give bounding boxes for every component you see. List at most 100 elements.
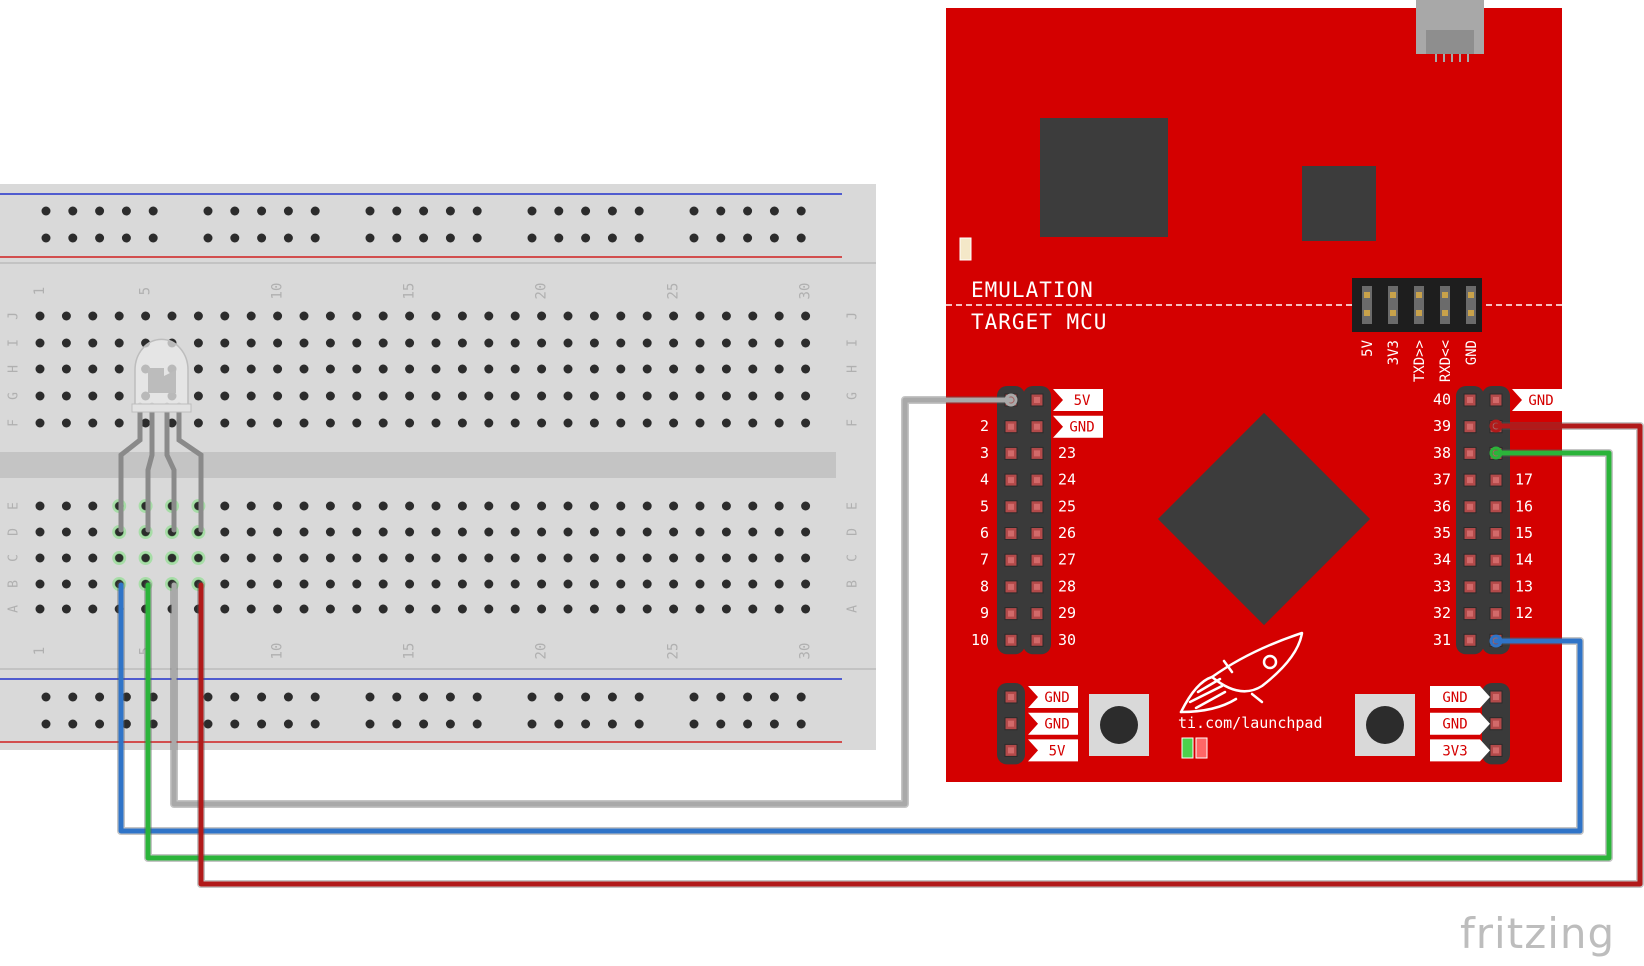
rail-hole bbox=[634, 206, 644, 216]
rgb-led-die bbox=[148, 368, 176, 393]
breadboard-hole bbox=[220, 364, 230, 374]
breadboard-hole bbox=[537, 418, 547, 428]
breadboard-hole bbox=[801, 553, 811, 563]
breadboard-hole bbox=[352, 364, 362, 374]
jumper-pin-contact bbox=[1364, 292, 1370, 298]
rail-hole bbox=[689, 206, 699, 216]
header-strip bbox=[1456, 386, 1484, 655]
pin-label: 33 bbox=[1433, 577, 1451, 595]
breadboard-hole bbox=[352, 604, 362, 614]
rail-hole bbox=[41, 206, 51, 216]
breadboard-hole bbox=[299, 391, 309, 401]
pin-tag-label: GND bbox=[1528, 393, 1553, 409]
column-number-label: 10 bbox=[270, 283, 286, 300]
breadboard-hole bbox=[457, 311, 467, 321]
white-wire[interactable] bbox=[171, 397, 1014, 807]
breadboard-hole bbox=[695, 311, 705, 321]
breadboard-hole bbox=[35, 338, 45, 348]
header-pin-center bbox=[1034, 397, 1040, 403]
row-letter-label: B bbox=[7, 580, 22, 588]
breadboard-hole bbox=[563, 391, 573, 401]
rail-hole bbox=[527, 206, 537, 216]
emulation-chip-large bbox=[1040, 118, 1168, 237]
user-button-right[interactable] bbox=[1355, 694, 1415, 756]
header-pin-center bbox=[1034, 610, 1040, 617]
breadboard-hole bbox=[325, 391, 335, 401]
rail-hole bbox=[392, 206, 402, 216]
blue-wire[interactable] bbox=[118, 582, 1583, 834]
breadboard-hole bbox=[61, 579, 71, 589]
breadboard-hole bbox=[141, 418, 151, 428]
breadboard-hole bbox=[35, 553, 45, 563]
breadboard-hole bbox=[88, 579, 98, 589]
breadboard-hole bbox=[431, 553, 441, 563]
breadboard-hole bbox=[616, 553, 626, 563]
breadboard-hole bbox=[589, 553, 599, 563]
column-number-label: 20 bbox=[534, 283, 550, 300]
green-wire[interactable] bbox=[145, 450, 1612, 861]
breadboard-hole bbox=[457, 418, 467, 428]
jumper-pin[interactable] bbox=[1466, 286, 1476, 324]
breadboard-hole bbox=[484, 501, 494, 511]
pin-label: 26 bbox=[1058, 524, 1076, 542]
header-pin-center bbox=[1034, 530, 1040, 537]
breadboard-hole bbox=[801, 391, 811, 401]
header-pin-center bbox=[1008, 450, 1014, 457]
jumper-pin[interactable] bbox=[1388, 286, 1398, 324]
breadboard-hole bbox=[616, 364, 626, 374]
rail-hole bbox=[607, 719, 617, 729]
rail-hole bbox=[121, 233, 131, 243]
header-pin-center bbox=[1034, 557, 1040, 564]
row-letter-label: C bbox=[846, 554, 861, 562]
breadboard-hole bbox=[405, 391, 415, 401]
header-pin-center bbox=[1493, 557, 1499, 564]
breadboard-hole bbox=[774, 553, 784, 563]
breadboard-hole bbox=[721, 338, 731, 348]
rail-hole bbox=[581, 692, 591, 702]
jumper-pin[interactable] bbox=[1362, 286, 1372, 324]
jumper-pin[interactable] bbox=[1414, 286, 1424, 324]
rail-hole bbox=[769, 719, 779, 729]
breadboard-hole bbox=[405, 311, 415, 321]
breadboard-hole bbox=[642, 364, 652, 374]
pin-label: 31 bbox=[1433, 631, 1451, 649]
reset-button-left[interactable] bbox=[1089, 694, 1149, 756]
breadboard-hole bbox=[114, 311, 124, 321]
breadboard-hole bbox=[325, 338, 335, 348]
red-wire[interactable] bbox=[198, 423, 1643, 887]
breadboard-hole bbox=[378, 418, 388, 428]
rail-hole bbox=[203, 719, 213, 729]
breadboard-hole bbox=[721, 418, 731, 428]
breadboard-hole bbox=[35, 501, 45, 511]
breadboard-hole bbox=[695, 338, 705, 348]
green-wire-end bbox=[1489, 446, 1503, 460]
rail-hole bbox=[283, 692, 293, 702]
breadboard-hole bbox=[88, 553, 98, 563]
breadboard-hole bbox=[774, 579, 784, 589]
rail-hole bbox=[769, 206, 779, 216]
breadboard-hole bbox=[35, 579, 45, 589]
breadboard-hole bbox=[141, 554, 150, 562]
breadboard-hole bbox=[378, 579, 388, 589]
breadboard-hole bbox=[537, 391, 547, 401]
jumper-pin-contact bbox=[1364, 310, 1370, 316]
rail-hole bbox=[419, 206, 429, 216]
rail-hole bbox=[310, 719, 320, 729]
pin-tag bbox=[1053, 415, 1103, 438]
rail-hole bbox=[68, 719, 78, 729]
breadboard-hole bbox=[642, 604, 652, 614]
rail-hole bbox=[472, 692, 482, 702]
jumper-pin-contact bbox=[1390, 292, 1396, 298]
header-pin-center bbox=[1493, 694, 1499, 700]
rail-hole bbox=[230, 719, 240, 729]
emulation-label: EMULATION bbox=[971, 278, 1094, 302]
rail-hole bbox=[689, 692, 699, 702]
breadboard-hole bbox=[484, 527, 494, 537]
breadboard-hole bbox=[457, 604, 467, 614]
breadboard-hole bbox=[457, 364, 467, 374]
jumper-pin[interactable] bbox=[1440, 286, 1450, 324]
breadboard-hole bbox=[484, 364, 494, 374]
breadboard-hole bbox=[457, 579, 467, 589]
breadboard-hole bbox=[405, 418, 415, 428]
breadboard-hole bbox=[431, 338, 441, 348]
